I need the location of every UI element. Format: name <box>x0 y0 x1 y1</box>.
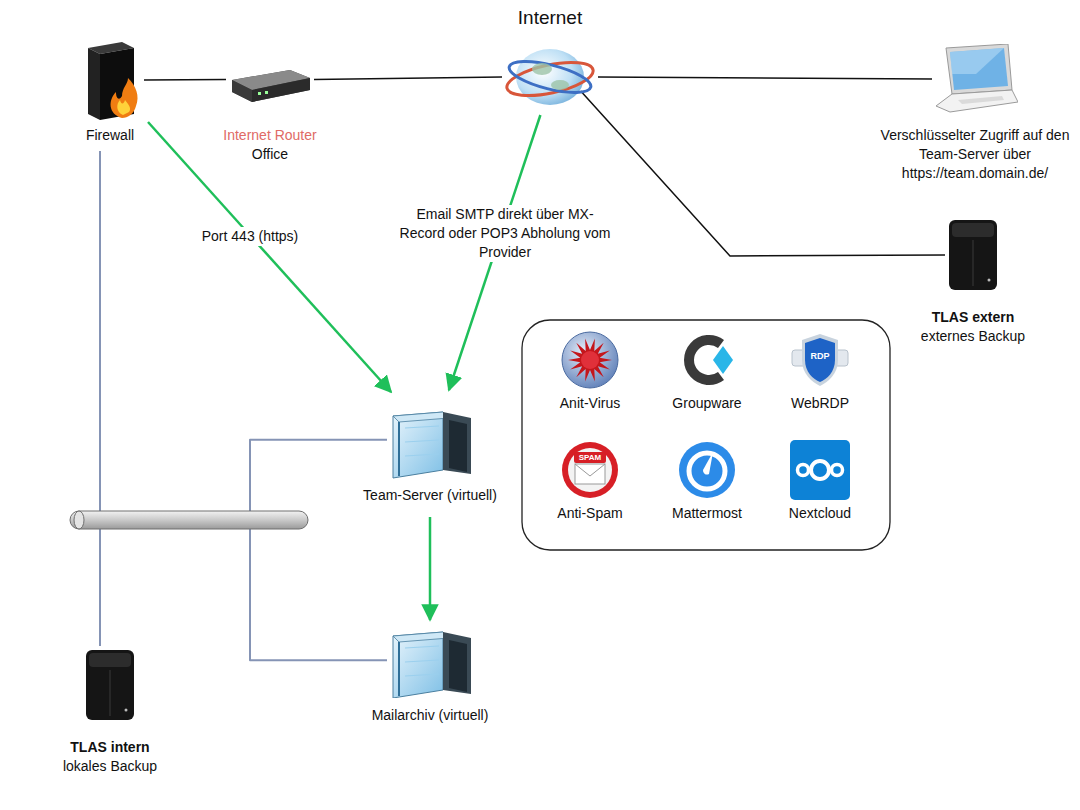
node-label: lokales Backup <box>63 757 157 776</box>
firewall-symbol <box>78 40 142 120</box>
mattermost-symbol <box>677 440 737 500</box>
nextcloud-icon <box>790 440 850 500</box>
node-label: Internet Router <box>223 126 316 145</box>
node-label: Anit-Virus <box>560 394 620 413</box>
nas-symbol <box>84 648 136 722</box>
server-icon <box>387 408 473 482</box>
backup-nas: TLAS internlokales Backup <box>63 648 157 776</box>
network-bus-end <box>74 511 84 529</box>
groupware-symbol <box>677 330 737 390</box>
backup-nas: TLAS externexternes Backup <box>921 218 1025 346</box>
virtual-server: Mailarchiv (virtuell) <box>372 628 489 725</box>
connector <box>581 91 945 256</box>
antispam-symbol <box>560 440 620 500</box>
server-icon <box>387 628 473 698</box>
antispam-icon: SPAM <box>560 440 620 500</box>
node-label: Internet <box>502 8 598 27</box>
node-label: Office <box>223 145 316 164</box>
connector <box>148 122 391 392</box>
laptop-client: Verschlüsselter Zugriff auf den Team-Ser… <box>879 44 1071 183</box>
nas-icon <box>947 218 999 292</box>
node-label: externes Backup <box>921 327 1025 346</box>
node-label: Mailarchiv (virtuell) <box>372 706 489 725</box>
node-label: TLAS extern <box>921 308 1025 327</box>
virtual-server: Team-Server (virtuell) <box>363 408 497 505</box>
node-label: Anti-Spam <box>557 504 622 523</box>
edge-label: Email SMTP direkt über MX-Record oder PO… <box>395 205 616 262</box>
webrdp-icon: RDP <box>790 330 850 390</box>
antivirus-icon <box>560 330 620 390</box>
network-bus <box>70 511 308 529</box>
service-panel <box>522 320 890 550</box>
node-label: Groupware <box>672 394 741 413</box>
router-symbol <box>228 62 312 106</box>
service-icon: RDP WebRDP <box>790 330 850 413</box>
globe-symbol <box>502 45 598 109</box>
connector <box>100 151 387 520</box>
connector <box>598 77 932 79</box>
mattermost-icon <box>677 440 737 500</box>
nas-symbol <box>947 218 999 292</box>
icon-text: RDP <box>790 351 850 362</box>
icon-text: SPAM <box>560 453 620 463</box>
firewall: Firewall <box>78 40 142 145</box>
laptop-icon <box>932 44 1018 114</box>
connector <box>429 517 432 620</box>
laptop-symbol <box>932 44 1018 114</box>
router-icon <box>228 62 312 106</box>
node-label: Nextcloud <box>789 504 851 523</box>
nextcloud-symbol <box>790 440 850 500</box>
service-icon: SPAM Anti-Spam <box>557 440 622 523</box>
edge-label: Port 443 (https) <box>199 227 302 246</box>
node-label: Firewall <box>78 126 142 145</box>
server-symbol <box>387 628 473 698</box>
node-label: Team-Server (virtuell) <box>363 486 497 505</box>
server-symbol <box>387 408 473 482</box>
connector <box>144 79 226 81</box>
globe-icon <box>502 45 598 109</box>
node-label: TLAS intern <box>63 738 157 757</box>
node-label: Verschlüsselter Zugriff auf den Team-Ser… <box>879 126 1071 183</box>
nas-icon <box>84 648 136 722</box>
service-icon: Mattermost <box>672 440 742 523</box>
service-icon: Anit-Virus <box>560 330 620 413</box>
groupware-icon <box>677 330 737 390</box>
connector <box>314 77 502 80</box>
service-icon: Groupware <box>672 330 741 413</box>
firewall-icon <box>78 40 142 120</box>
node-label: WebRDP <box>790 394 850 413</box>
internet-cloud: Internet <box>502 8 598 109</box>
connector <box>100 151 387 660</box>
antivirus-symbol <box>560 330 620 390</box>
node-label: Mattermost <box>672 504 742 523</box>
service-icon: Nextcloud <box>789 440 851 523</box>
router: Internet RouterOffice <box>223 62 316 164</box>
